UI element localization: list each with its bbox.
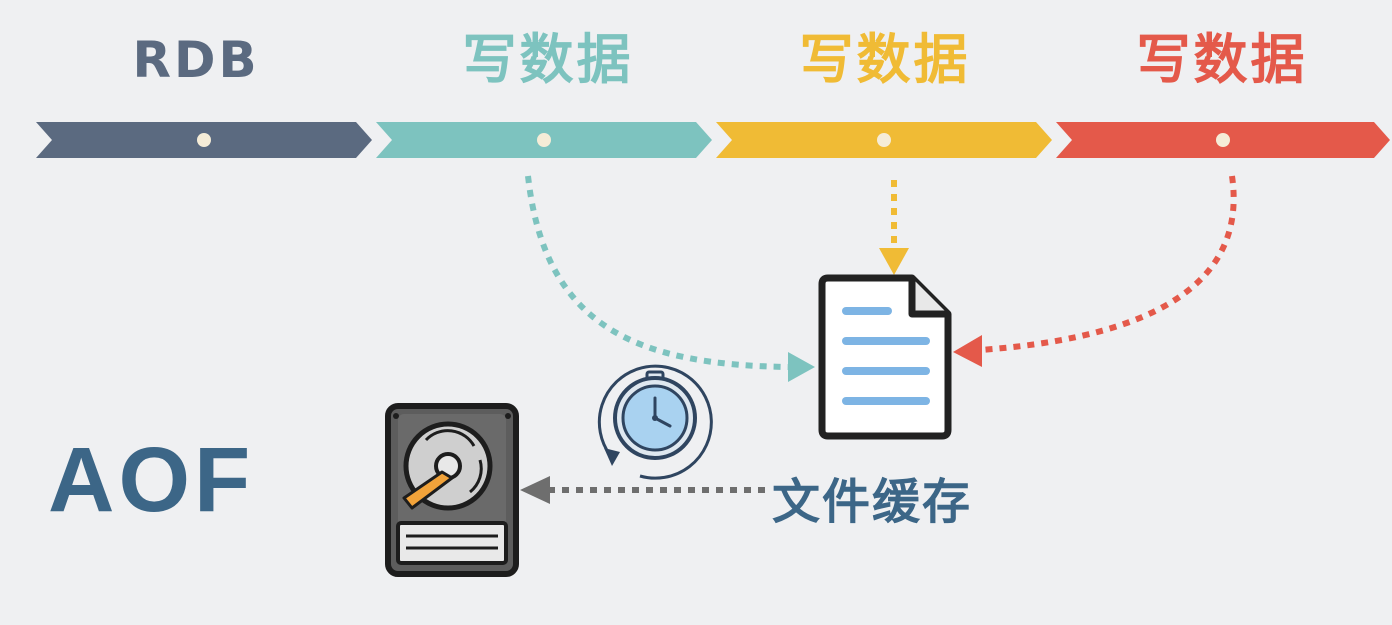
hard-drive-icon xyxy=(385,403,519,577)
file-cache-label: 文件缓存 xyxy=(772,474,973,530)
arrowhead-teal xyxy=(788,352,815,382)
timeline-label-write-3: 写数据 xyxy=(1136,28,1308,91)
arrowhead-red xyxy=(953,335,982,367)
arrowhead-yellow xyxy=(879,248,909,275)
document-icon xyxy=(818,274,952,440)
arrow-write-1-to-file xyxy=(525,175,791,370)
arrowhead-gray xyxy=(520,476,550,504)
arrow-write-3-to-file xyxy=(979,175,1237,353)
timeline-dot-write-3 xyxy=(1216,133,1230,147)
timeline-label-write-1: 写数据 xyxy=(462,28,634,91)
timeline-label-rdb: RDB xyxy=(132,31,260,89)
timeline-dot-write-2 xyxy=(877,133,891,147)
timeline-dot-rdb xyxy=(197,133,211,147)
aof-title: AOF xyxy=(48,429,255,531)
stopwatch-sync-icon xyxy=(597,364,713,480)
timeline-dot-write-1 xyxy=(537,133,551,147)
timeline-label-write-2: 写数据 xyxy=(799,28,971,91)
